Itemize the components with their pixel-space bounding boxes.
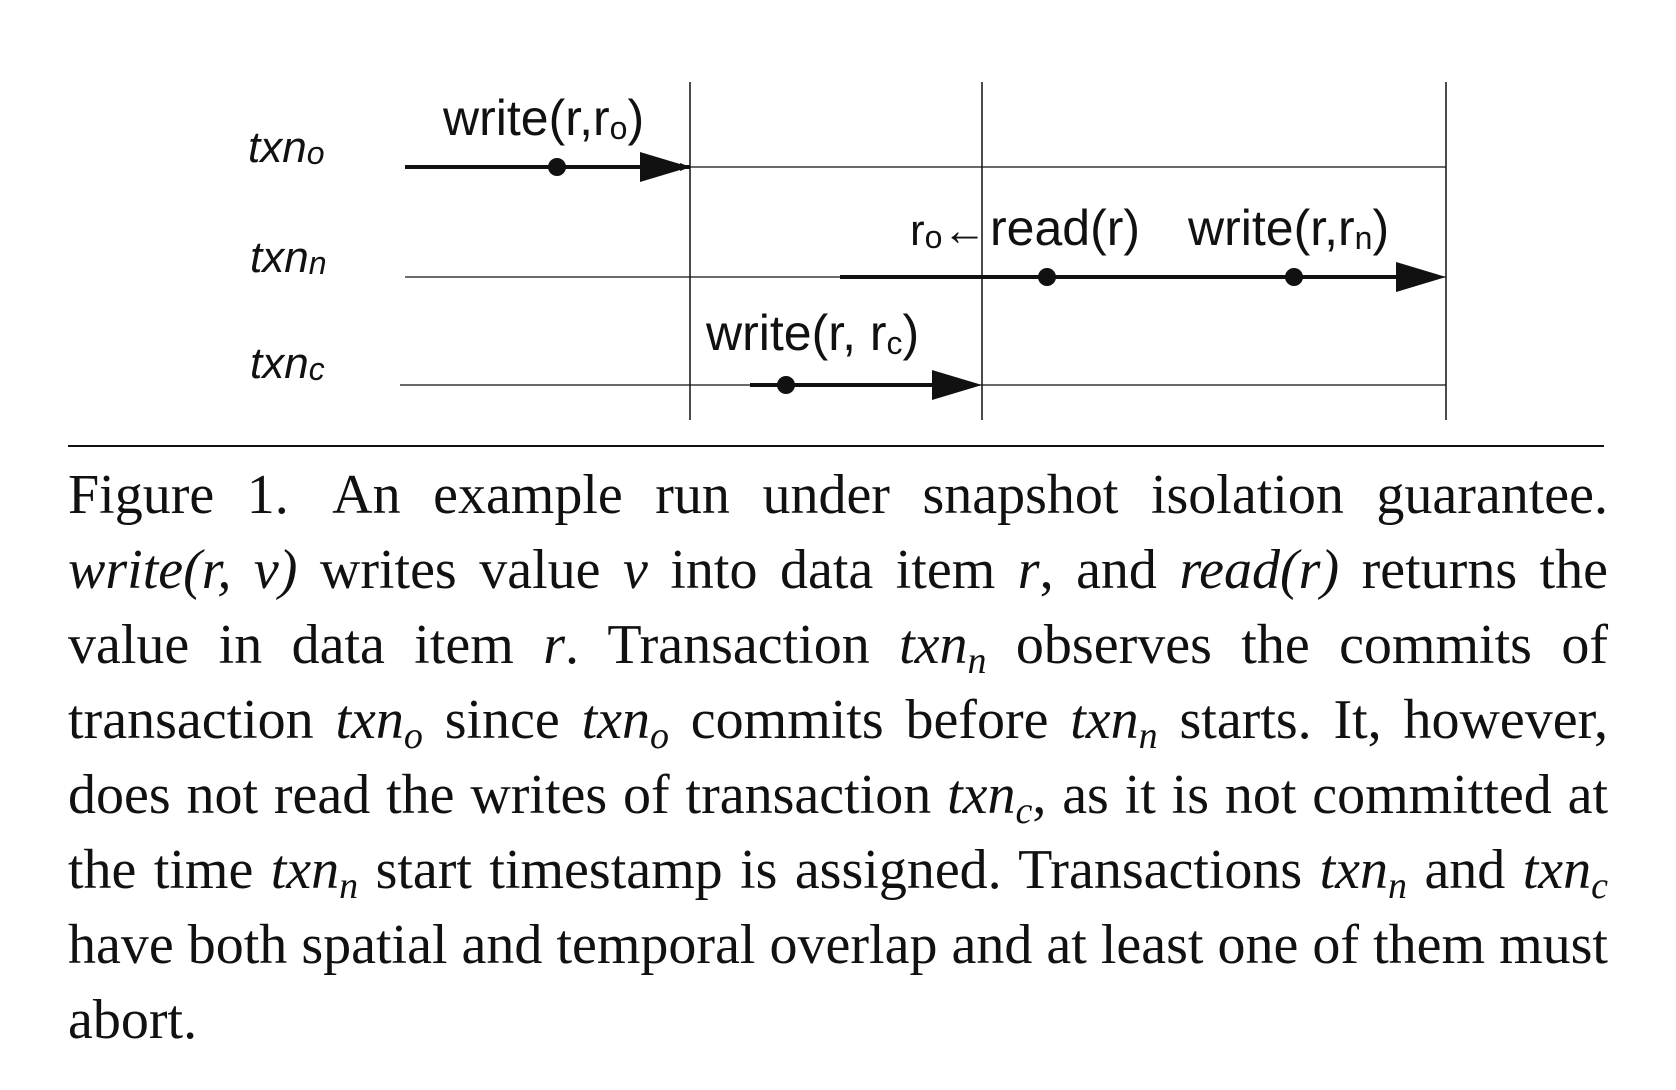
txn-n-write-dot <box>1285 268 1303 286</box>
txn-n-read-label: read(r) <box>990 200 1140 256</box>
txn-n-arrowhead <box>1396 262 1446 292</box>
txn-n-prefix-label: ro← <box>910 206 986 255</box>
txn-o-write-dot <box>548 158 566 176</box>
txn-c-write-dot <box>777 376 795 394</box>
txn-o-write-label: write(r,ro) <box>442 90 644 146</box>
row-label-txn-o: txno <box>248 123 325 172</box>
txn-n-read-dot <box>1038 268 1056 286</box>
figure-caption: Figure 1. An example run under snapshot … <box>68 464 1609 1051</box>
row-label-txn-c: txnc <box>250 339 325 388</box>
row-label-txn-n: txnn <box>250 233 327 282</box>
txn-c-write-label: write(r, rc) <box>705 305 919 361</box>
txn-c-arrowhead <box>932 370 982 400</box>
figure-label: Figure 1. <box>68 464 289 526</box>
transaction-timeline-diagram: txno txnn txnc write(r,ro) ro← read(r) w… <box>68 82 1604 447</box>
txn-o-arrowhead <box>640 152 690 182</box>
txn-n-write-label: write(r,rn) <box>1187 200 1389 256</box>
